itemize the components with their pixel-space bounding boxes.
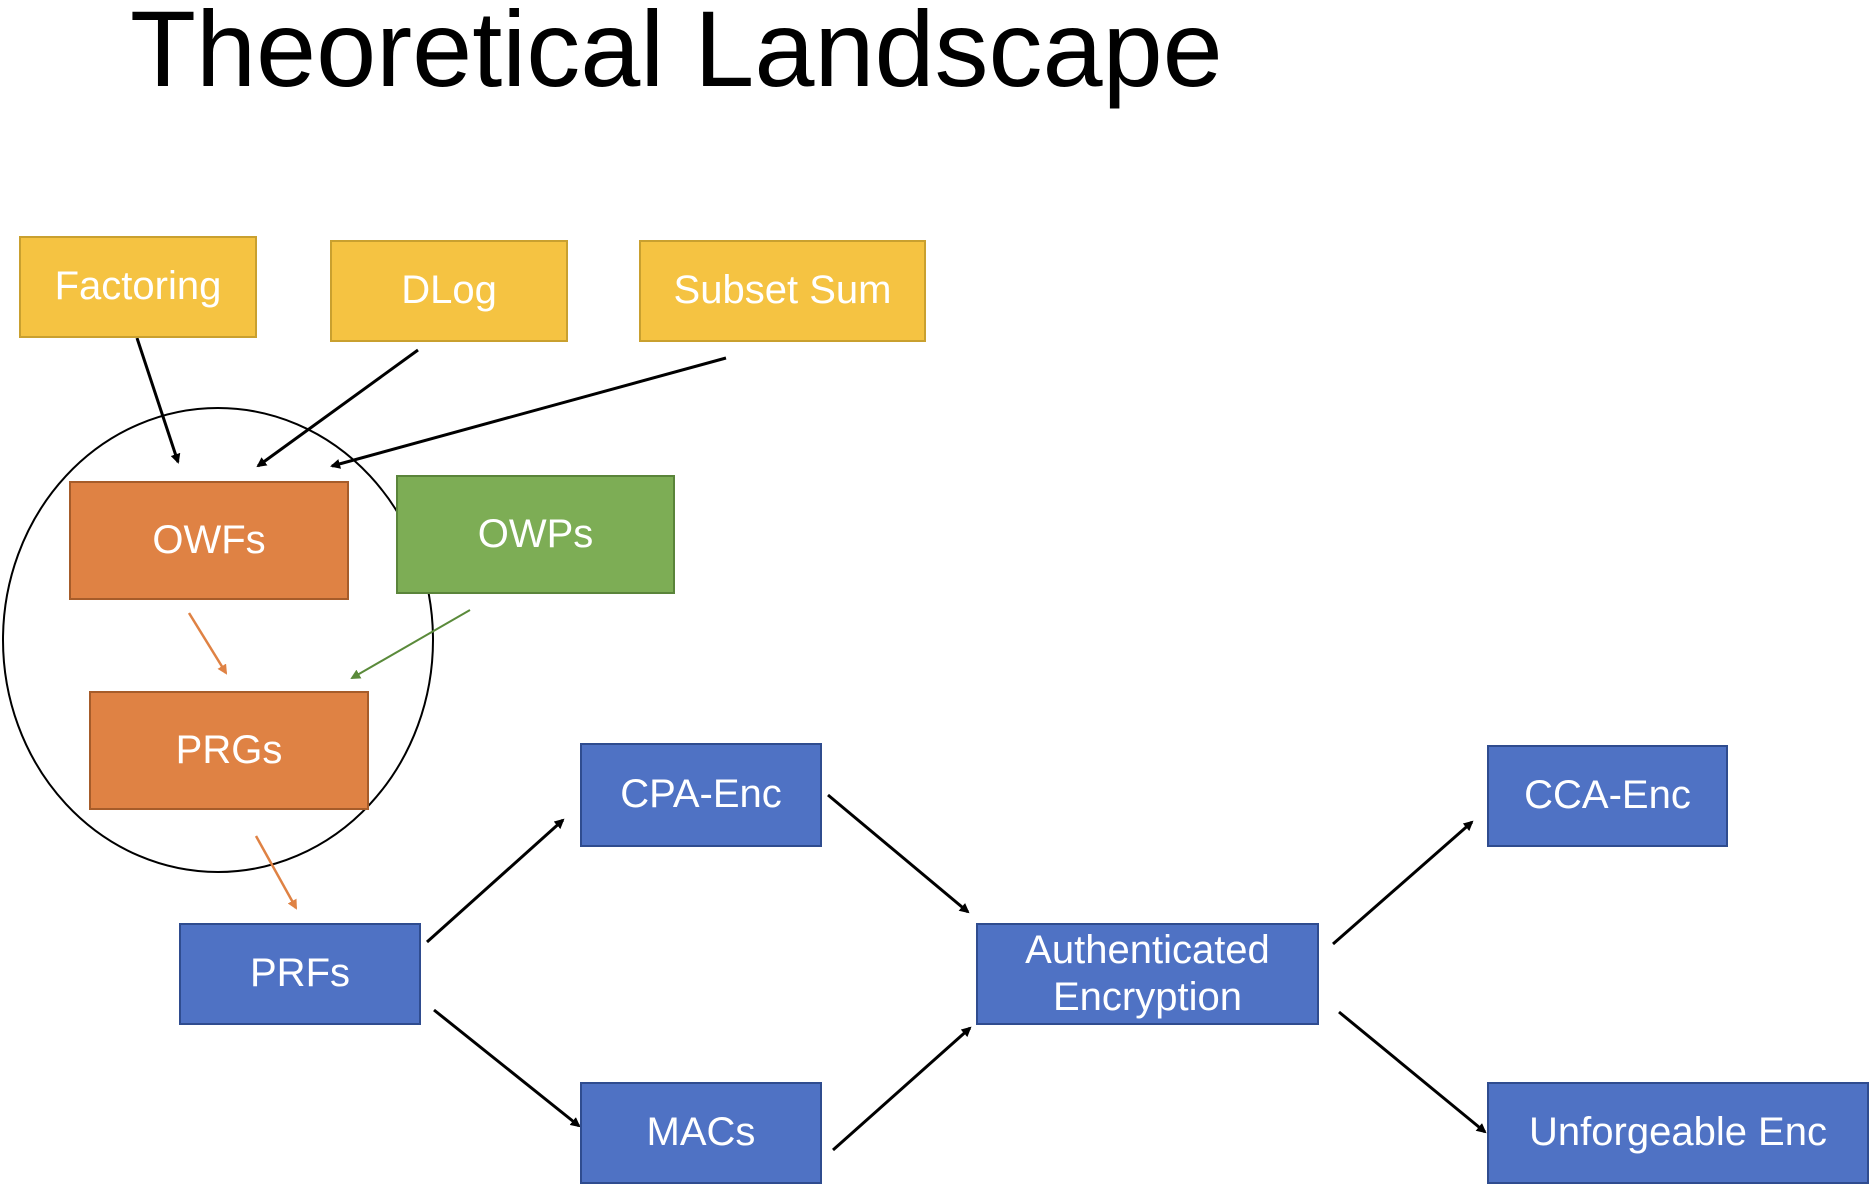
prgs-node: PRGs [89, 691, 369, 810]
arrow-prfs-to-cpaenc [425, 818, 565, 944]
dlog-node: DLog [330, 240, 568, 342]
page-title: Theoretical Landscape [130, 0, 1223, 109]
unforgeable-enc-node: Unforgeable Enc [1487, 1082, 1869, 1184]
prfs-node: PRFs [179, 923, 421, 1025]
arrow-prgs-to-prfs [254, 835, 298, 910]
arrow-owfs-to-prgs [187, 612, 228, 675]
cpa-enc-node: CPA-Enc [580, 743, 822, 847]
macs-node: MACs [580, 1082, 822, 1184]
owf-group-circle [2, 407, 434, 873]
owfs-node: OWFs [69, 481, 349, 600]
arrow-cpaenc-to-ae [827, 793, 970, 914]
factoring-node: Factoring [19, 236, 257, 338]
arrow-factoring-to-owfs [135, 337, 181, 464]
arrow-owps-to-prgs [350, 609, 471, 679]
authenticated-encryption-node: Authenticated Encryption [976, 923, 1319, 1025]
owps-node: OWPs [396, 475, 675, 594]
arrow-dlog-to-owfs [256, 348, 419, 468]
arrow-macs-to-ae [832, 1026, 972, 1152]
cca-enc-node: CCA-Enc [1487, 745, 1728, 847]
arrow-prfs-to-macs [433, 1008, 581, 1128]
arrow-ae-to-unforgeableenc [1338, 1010, 1487, 1134]
arrow-ae-to-ccaenc [1332, 820, 1474, 946]
subset-sum-node: Subset Sum [639, 240, 926, 342]
arrow-subsetsum-to-owfs [330, 356, 727, 469]
